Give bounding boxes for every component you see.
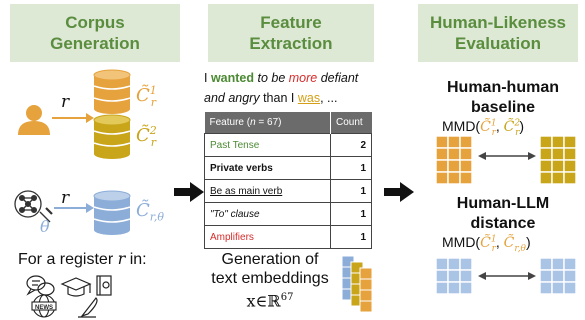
database-blue-icon xyxy=(93,190,131,235)
matrix-gold xyxy=(539,136,577,185)
human-human-title: Human-human baseline xyxy=(428,78,578,118)
header-corpus-text: Corpus Generation xyxy=(50,13,140,53)
count-column-header: Count xyxy=(330,112,372,134)
embedding-stack-icon xyxy=(341,255,373,313)
news-label: NEWS xyxy=(35,305,53,311)
arrow-right-icon xyxy=(384,182,414,202)
header-human-likeness: Human-Likeness Evaluation xyxy=(418,4,578,62)
embedding-caption-line1: Generation of xyxy=(221,251,319,268)
theta-label: θ xyxy=(40,217,50,236)
feature-count-cell: 1 xyxy=(330,156,372,180)
feature-name-cell: "To" clause xyxy=(204,202,331,226)
book-icon xyxy=(96,275,112,296)
feature-count-cell: 1 xyxy=(330,179,372,203)
embedding-vector-orange xyxy=(359,267,373,313)
feature-count-cell: 1 xyxy=(330,225,372,249)
arrow-right-icon xyxy=(174,182,204,202)
evaluation-matrices xyxy=(435,136,577,295)
human-llm-title-line1: Human-LLM xyxy=(456,195,550,212)
embedding-caption-line2: text embeddings xyxy=(211,270,329,287)
feather-pen-icon xyxy=(78,297,98,318)
arrow-person-to-db xyxy=(52,113,94,123)
corpus-graphics: NEWS xyxy=(14,69,131,318)
matrix-blue-left xyxy=(435,257,473,295)
feature-name-cell: Be as main verb xyxy=(204,179,331,203)
llm-network-icon xyxy=(14,190,53,223)
database-gold-icon xyxy=(93,114,131,159)
header-feature-extraction: Feature Extraction xyxy=(208,4,374,62)
person-icon xyxy=(18,105,50,135)
table-header-row: Feature (n = 67) Count xyxy=(204,112,372,134)
feature-name-cell: Amplifiers xyxy=(204,225,331,249)
embedding-caption: Generation of text embeddings x∈ℝ67 xyxy=(200,250,340,310)
register-r-label-top: r xyxy=(61,92,70,112)
corpus-c1-label: C̃1r xyxy=(136,84,157,109)
graduation-cap-icon xyxy=(60,277,92,297)
human-llm-title-line2: distance xyxy=(470,215,536,232)
feature-name-cell: Past Tense xyxy=(204,133,331,157)
database-orange-icon xyxy=(93,69,131,114)
human-llm-title: Human-LLM distance xyxy=(428,194,578,234)
chat-bubbles-icon xyxy=(26,275,55,296)
register-r-label-bottom: r xyxy=(61,188,70,208)
header-feature-text: Feature Extraction xyxy=(249,13,333,53)
feature-count-cell: 1 xyxy=(330,202,372,226)
example-sentence-line2: and angry than I was, ... xyxy=(204,91,338,105)
corpus-c2-label: C̃2r xyxy=(136,124,157,149)
header-corpus-generation: Corpus Generation xyxy=(10,4,180,62)
corpus-c-llm-label: C̃r,θ xyxy=(136,200,164,224)
human-human-title-line2: baseline xyxy=(470,99,536,116)
embedding-caption-math: x∈ℝ67 xyxy=(246,291,294,311)
for-register-caption: For a register r in: xyxy=(18,249,147,268)
double-arrow-icon xyxy=(478,272,536,280)
human-human-title-line1: Human-human xyxy=(447,79,559,96)
matrix-orange xyxy=(435,136,473,185)
mmd-human-human: MMD(C̃1r, C̃2r) xyxy=(442,118,525,138)
feature-count-cell: 2 xyxy=(330,133,372,157)
header-human-text: Human-Likeness Evaluation xyxy=(429,13,567,53)
feature-column-header: Feature (n = 67) xyxy=(204,112,331,134)
arrow-llm-to-db xyxy=(54,203,94,213)
example-sentence-line1: I wanted to be more defiant xyxy=(204,71,359,85)
matrix-blue-right xyxy=(539,257,577,295)
mmd-human-llm: MMD(C̃1r, C̃r,θ) xyxy=(442,234,531,254)
double-arrow-icon xyxy=(478,152,536,160)
feature-name-cell: Private verbs xyxy=(204,156,331,180)
globe-news-icon xyxy=(31,294,57,318)
